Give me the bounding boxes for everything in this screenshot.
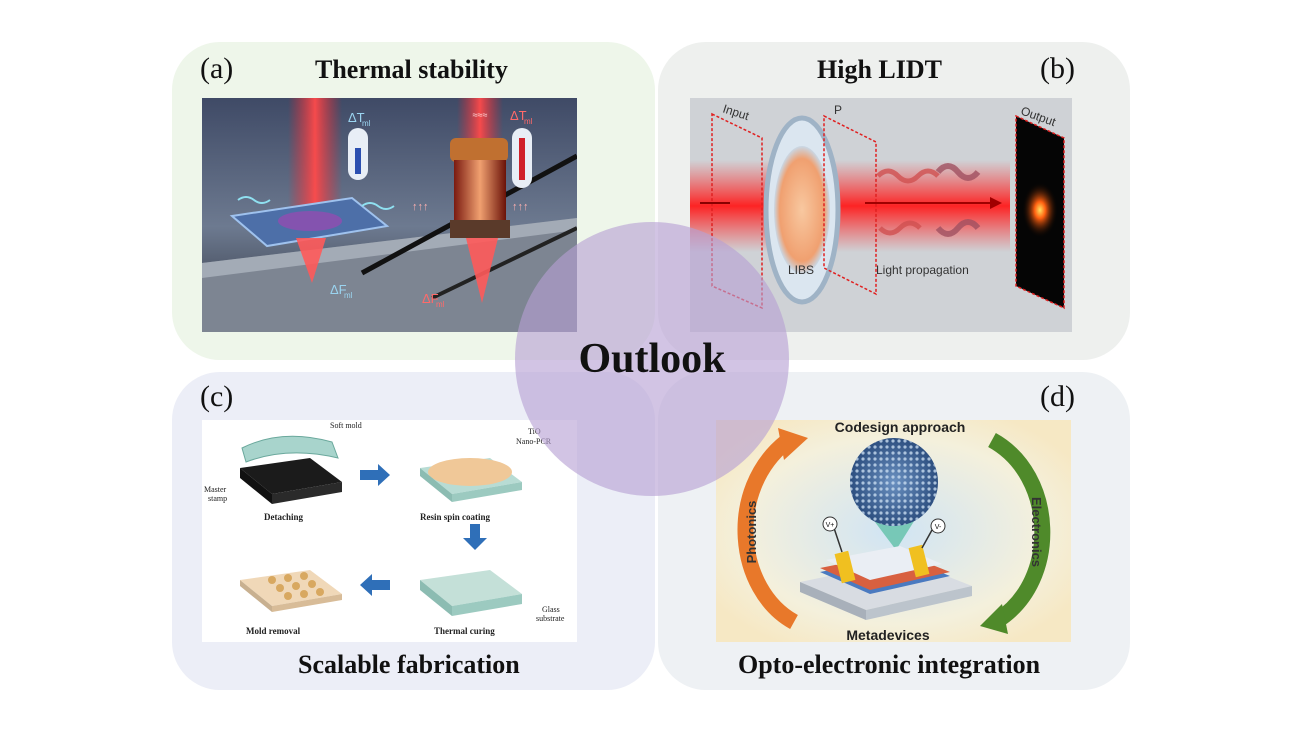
stamp-label: stamp [208,494,227,503]
delta-t-left-label: ΔT [348,110,365,125]
thermal-curing-label: Thermal curing [434,626,495,636]
opto-electronic-figure: V+ V- Codesign approach Metadevices Phot… [716,420,1071,642]
nano-pcr-label: Nano-PCR [516,437,552,446]
codesign-approach-label: Codesign approach [835,420,966,435]
delta-t-left-subscript: ml [362,119,371,128]
detaching-label: Detaching [264,512,303,522]
panel-title-d: Opto-electronic integration [738,650,1041,679]
svg-text:↑↑↑: ↑↑↑ [412,201,429,213]
delta-f-left-subscript: ml [344,291,353,300]
panel-title-c: Scalable fabrication [298,650,520,679]
panel-title-a: Thermal stability [315,55,508,84]
delta-f-left-label: ΔF [330,282,347,297]
outlook-title: Outlook [578,336,726,382]
glass-label: Glass [542,605,560,614]
panel-title-b: High LIDT [817,55,942,84]
delta-f-right-subscript: ml [436,300,445,309]
mold-removal-label: Mold removal [246,626,301,636]
high-lidt-figure: Input P LIBS Light propagation Output [690,98,1072,332]
resin-spin-coating-label: Resin spin coating [420,512,491,522]
panel-label-b: (b) [1040,52,1075,85]
libs-label: LIBS [788,263,814,277]
v-plus-label: V+ [826,522,835,529]
outlook-circle [515,222,789,496]
svg-text:≈≈≈: ≈≈≈ [473,110,488,120]
soft-mold-label: Soft mold [330,421,362,430]
delta-t-right-label: ΔT [510,108,527,123]
scalable-fabrication-figure: Soft mold Master stamp Detaching TiO Nan… [202,420,577,642]
photonics-label: Photonics [744,501,759,564]
svg-text:↑↑↑: ↑↑↑ [512,201,529,213]
tio2-label: TiO [528,427,541,436]
v-minus-label: V- [935,524,942,531]
panel-label-c: (c) [200,380,234,413]
light-propagation-label: Light propagation [876,263,969,277]
polarizer-label: P [834,103,842,117]
delta-t-right-subscript: ml [524,117,533,126]
delta-f-right-label: ΔF [422,291,439,306]
electronics-label: Electronics [1029,497,1044,567]
panel-label-d: (d) [1040,380,1075,413]
metadevices-label: Metadevices [846,627,929,642]
substrate-label: substrate [536,614,565,623]
master-label: Master [204,485,227,494]
panel-label-a: (a) [200,52,234,85]
thermal-stability-figure: ≈≈≈ ↑↑↑ ↑↑↑ ΔT ml ΔT ml ΔF ml ΔF ml [202,98,577,332]
